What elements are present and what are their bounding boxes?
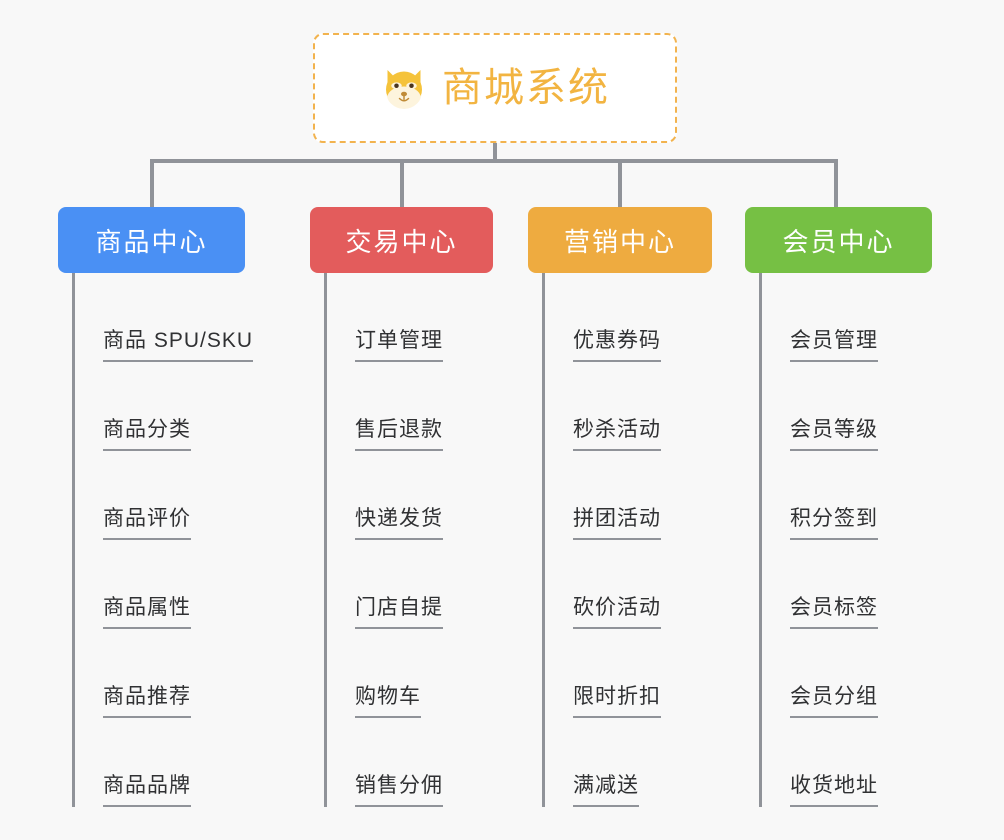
connector-drop-3 <box>618 159 622 207</box>
list-item[interactable]: 会员标签 <box>762 540 932 629</box>
leaf-label: 订单管理 <box>355 324 443 362</box>
category-header-4[interactable]: 会员中心 <box>745 207 932 273</box>
list-item[interactable]: 订单管理 <box>327 273 493 362</box>
leaf-label: 会员分组 <box>790 680 878 718</box>
leaf-label: 砍价活动 <box>573 591 661 629</box>
list-item[interactable]: 商品 SPU/SKU <box>75 273 254 362</box>
leaf-label: 会员管理 <box>790 324 878 362</box>
leaf-list-2: 订单管理 售后退款 快递发货 门店自提 购物车 销售分佣 <box>324 273 493 807</box>
leaf-list-1: 商品 SPU/SKU 商品分类 商品评价 商品属性 商品推荐 商品品牌 <box>72 273 254 807</box>
leaf-label: 售后退款 <box>355 413 443 451</box>
list-item[interactable]: 门店自提 <box>327 540 493 629</box>
list-item[interactable]: 满减送 <box>545 718 712 807</box>
leaf-list-4: 会员管理 会员等级 积分签到 会员标签 会员分组 收货地址 <box>759 273 932 807</box>
leaf-label: 商品品牌 <box>103 769 191 807</box>
leaf-label: 购物车 <box>355 680 421 718</box>
list-item[interactable]: 会员管理 <box>762 273 932 362</box>
list-item[interactable]: 会员等级 <box>762 362 932 451</box>
category-header-1[interactable]: 商品中心 <box>58 207 245 273</box>
leaf-label: 商品推荐 <box>103 680 191 718</box>
leaf-label: 商品评价 <box>103 502 191 540</box>
leaf-label: 积分签到 <box>790 502 878 540</box>
leaf-label: 销售分佣 <box>355 769 443 807</box>
connector-drop-2 <box>400 159 404 207</box>
list-item[interactable]: 会员分组 <box>762 629 932 718</box>
list-item[interactable]: 秒杀活动 <box>545 362 712 451</box>
leaf-label: 商品分类 <box>103 413 191 451</box>
leaf-label: 拼团活动 <box>573 502 661 540</box>
list-item[interactable]: 限时折扣 <box>545 629 712 718</box>
connector-drop-4 <box>834 159 838 207</box>
root-title: 商城系统 <box>442 66 610 110</box>
list-item[interactable]: 购物车 <box>327 629 493 718</box>
list-item[interactable]: 积分签到 <box>762 451 932 540</box>
leaf-list-3: 优惠券码 秒杀活动 拼团活动 砍价活动 限时折扣 满减送 <box>542 273 712 807</box>
list-item[interactable]: 商品评价 <box>75 451 245 540</box>
list-item[interactable]: 商品品牌 <box>75 718 245 807</box>
leaf-label: 限时折扣 <box>573 680 661 718</box>
leaf-label: 门店自提 <box>355 591 443 629</box>
connector-root-stem <box>493 143 497 161</box>
category-column-4: 会员中心 会员管理 会员等级 积分签到 会员标签 会员分组 收货地址 <box>745 207 932 807</box>
category-header-2[interactable]: 交易中心 <box>310 207 493 273</box>
list-item[interactable]: 销售分佣 <box>327 718 493 807</box>
list-item[interactable]: 快递发货 <box>327 451 493 540</box>
connector-drop-1 <box>150 159 154 207</box>
leaf-label: 收货地址 <box>790 769 878 807</box>
shiba-dog-icon <box>380 64 428 112</box>
leaf-label: 会员等级 <box>790 413 878 451</box>
root-node[interactable]: 商城系统 <box>313 33 677 143</box>
list-item[interactable]: 砍价活动 <box>545 540 712 629</box>
leaf-label: 商品 SPU/SKU <box>103 324 254 362</box>
list-item[interactable]: 优惠券码 <box>545 273 712 362</box>
category-column-2: 交易中心 订单管理 售后退款 快递发货 门店自提 购物车 销售分佣 <box>310 207 493 807</box>
category-column-1: 商品中心 商品 SPU/SKU 商品分类 商品评价 商品属性 商品推荐 商品品牌 <box>58 207 254 807</box>
connector-horizontal-bus <box>150 159 838 163</box>
category-header-3[interactable]: 营销中心 <box>528 207 712 273</box>
leaf-label: 秒杀活动 <box>573 413 661 451</box>
list-item[interactable]: 收货地址 <box>762 718 932 807</box>
leaf-label: 商品属性 <box>103 591 191 629</box>
leaf-label: 会员标签 <box>790 591 878 629</box>
list-item[interactable]: 售后退款 <box>327 362 493 451</box>
list-item[interactable]: 商品推荐 <box>75 629 245 718</box>
list-item[interactable]: 商品属性 <box>75 540 245 629</box>
leaf-label: 满减送 <box>573 769 639 807</box>
leaf-label: 快递发货 <box>355 502 443 540</box>
category-column-3: 营销中心 优惠券码 秒杀活动 拼团活动 砍价活动 限时折扣 满减送 <box>528 207 712 807</box>
list-item[interactable]: 商品分类 <box>75 362 245 451</box>
list-item[interactable]: 拼团活动 <box>545 451 712 540</box>
leaf-label: 优惠券码 <box>573 324 661 362</box>
